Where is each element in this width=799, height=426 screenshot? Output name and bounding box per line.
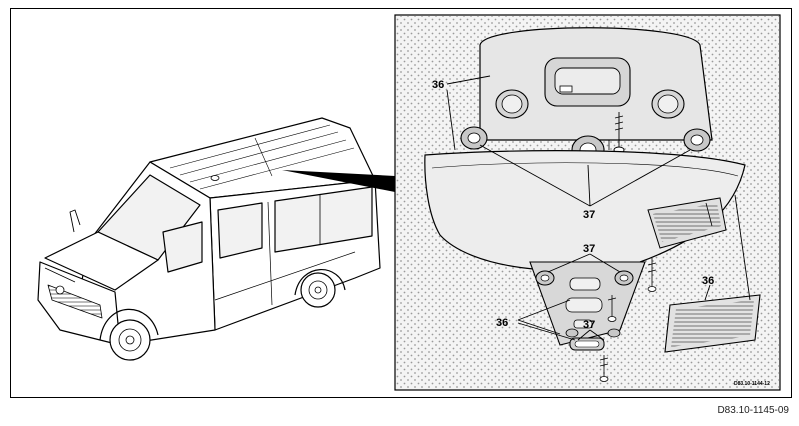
- callout-36-lower-left: 36: [496, 317, 508, 329]
- figure-reference-id: D83.10-1145-09: [717, 405, 789, 416]
- callout-37-top-center: 37: [583, 209, 595, 221]
- van-illustration: [37, 117, 381, 361]
- callout-37-lower: 37: [583, 319, 595, 331]
- inner-reference-id: D83.10-1144-12: [734, 381, 770, 387]
- screw-lower: [599, 258, 657, 382]
- callout-37-middle: 37: [583, 243, 595, 255]
- detail-inset: 36 37 37 36 36 37 D83.10-1144-12: [394, 14, 781, 391]
- pointer-wedge: [282, 170, 395, 192]
- callout-36-top-left: 36: [432, 79, 444, 91]
- leader-lines: [446, 75, 751, 341]
- callout-36-right: 36: [702, 275, 714, 287]
